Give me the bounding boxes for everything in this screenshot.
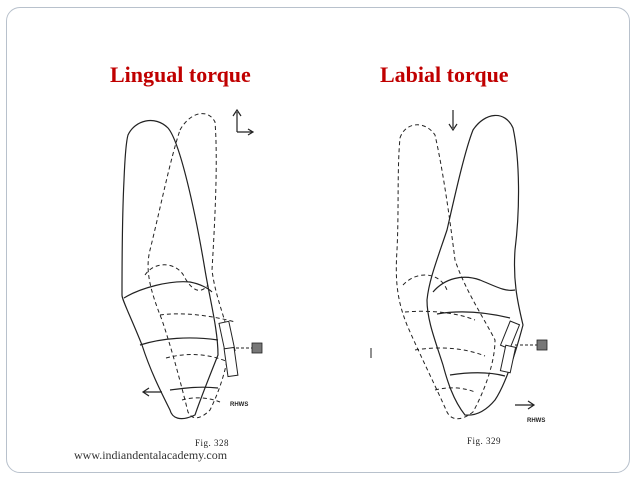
force-arrow-bottom — [141, 387, 162, 397]
force-arrow-top — [448, 110, 458, 132]
tooth-outline-solid — [121, 119, 219, 420]
incisal-line-solid — [449, 372, 506, 377]
force-arrow-bottom — [515, 400, 536, 410]
artist-initials-right: RHWS — [527, 418, 546, 424]
tooth-outline-dashed — [147, 113, 231, 419]
artist-initials-left: RHWS — [230, 402, 249, 408]
bracket-right — [499, 320, 521, 374]
crown-line-dashed — [404, 310, 476, 321]
cej-line-dashed — [165, 354, 229, 363]
lower-line-dashed — [181, 397, 221, 403]
watermark-url: www.indiandentalacademy.com — [74, 448, 228, 462]
title-labial-torque: Labial torque — [380, 62, 509, 87]
lower-line-dashed — [434, 387, 476, 393]
tooth-outline-dashed — [395, 124, 496, 420]
figure-caption-left: Fig. 328 — [195, 438, 230, 448]
figure-caption-right: Fig. 329 — [467, 436, 502, 446]
crown-line-dashed — [159, 313, 236, 323]
force-arrow-top — [232, 108, 255, 136]
labial-torque-diagram — [370, 110, 548, 420]
lingual-torque-diagram — [121, 108, 263, 420]
slide-frame — [6, 7, 630, 473]
cej-line-solid — [436, 311, 511, 319]
cej-line-dashed — [414, 347, 486, 357]
crown-line-solid — [123, 281, 213, 299]
root-curve-dashed — [402, 274, 448, 291]
crown-line-solid — [432, 276, 516, 293]
bracket-left — [218, 320, 239, 378]
incisal-line-solid — [169, 386, 219, 391]
cej-line-solid — [139, 337, 219, 346]
archwire-end — [251, 342, 263, 354]
title-lingual-torque: Lingual torque — [110, 62, 251, 87]
archwire-end — [536, 339, 548, 351]
root-curve-dashed — [144, 264, 209, 291]
tooth-outline-solid — [426, 114, 524, 416]
